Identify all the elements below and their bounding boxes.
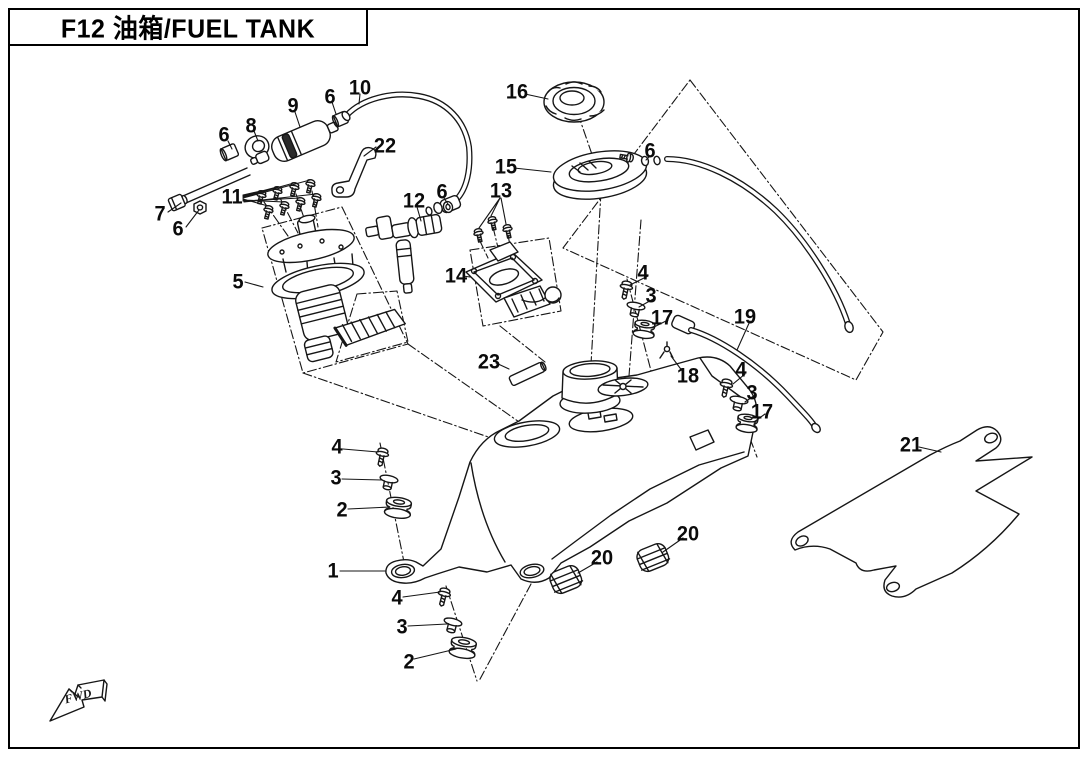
filler-cap-16: [543, 81, 605, 123]
flange-14: [465, 241, 562, 318]
damper-20-left: [549, 564, 584, 595]
breather-hose-19: [659, 314, 821, 434]
vent-hose: [664, 156, 851, 327]
page-title: F12 油箱/FUEL TANK: [60, 14, 316, 44]
title-box: F12 油箱/FUEL TANK: [8, 8, 368, 46]
page-border: [8, 8, 1080, 749]
tube-23: [508, 361, 547, 387]
bracket-22: [331, 146, 377, 198]
fuel-pump-module: [267, 214, 406, 363]
damper-20-right: [636, 542, 671, 573]
filler-ring-15: [552, 150, 854, 334]
fuel-tank: [385, 356, 758, 584]
heat-shield-21: [790, 426, 1033, 598]
clip-18: [659, 341, 674, 359]
injector-12: [365, 200, 454, 294]
fuel-feed-line: [167, 111, 349, 215]
nut-6: [193, 200, 207, 215]
fwd-arrow: FWD: [49, 679, 108, 722]
spacer-6: [219, 143, 240, 162]
leader-lines: [167, 93, 942, 660]
